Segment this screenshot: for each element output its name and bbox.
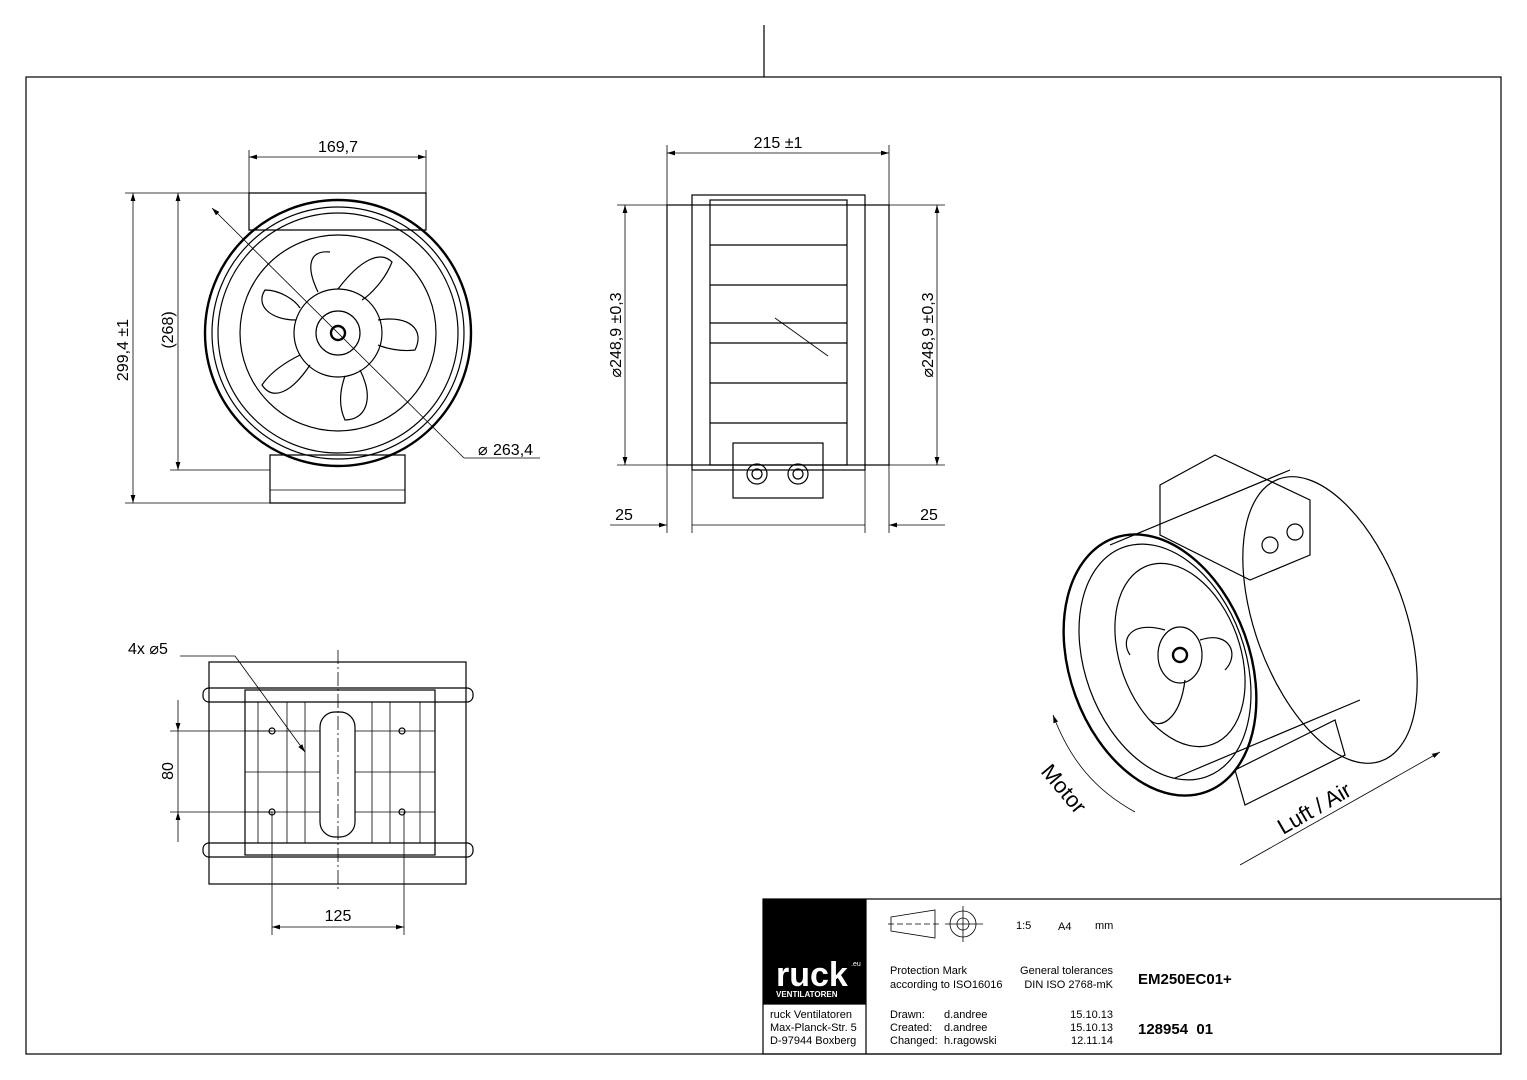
company-line-2: Max-Planck-Str. 5 bbox=[770, 1022, 857, 1034]
history-date-changed: 12.11.14 bbox=[1071, 1035, 1113, 1047]
company-line-1: ruck Ventilatoren bbox=[770, 1009, 852, 1021]
title-block: ruck .eu VENTILATOREN ruck Ventilatoren … bbox=[762, 898, 1502, 1055]
tolerances-2: DIN ISO 2768-mK bbox=[1024, 979, 1113, 991]
side-offset-right: 25 bbox=[920, 507, 938, 524]
side-width-dim: 215 ±1 bbox=[754, 135, 803, 152]
unit: mm bbox=[1095, 920, 1113, 932]
model-number: EM250EC01+ bbox=[1138, 971, 1232, 988]
side-offset-left: 25 bbox=[615, 507, 633, 524]
history-name-created: d.andree bbox=[944, 1022, 987, 1034]
history-label-drawn: Drawn: bbox=[890, 1009, 925, 1021]
front-inner-height-dim: (268) bbox=[160, 311, 177, 348]
bottom-view: 4x ⌀5 80 125 bbox=[128, 641, 474, 935]
logo-suffix: .eu bbox=[851, 961, 861, 968]
history-label-created: Created: bbox=[890, 1022, 932, 1034]
ruck-logo bbox=[763, 899, 866, 1004]
front-view: 169,7 299,4 ±1 (268) ⌀ 263,4 bbox=[115, 139, 540, 504]
paper-size: A4 bbox=[1058, 921, 1071, 933]
isometric-view: Motor Luft / Air bbox=[1036, 454, 1441, 866]
tolerances-1: General tolerances bbox=[1020, 965, 1113, 977]
bottom-holes-label: 4x ⌀5 bbox=[128, 641, 168, 658]
bottom-horizontal-dim: 125 bbox=[325, 908, 352, 925]
protection-mark-1: Protection Mark bbox=[890, 965, 968, 977]
bottom-vertical-dim: 80 bbox=[160, 762, 177, 780]
history-name-changed: h.ragowski bbox=[944, 1035, 997, 1047]
projection-symbol bbox=[888, 906, 983, 942]
side-diameter-right: ⌀248,9 ±0,3 bbox=[920, 292, 937, 377]
side-view: 215 ±1 ⌀248,9 ±0,3 ⌀248,9 ±0,3 25 25 bbox=[608, 135, 945, 533]
history-date-created: 15.10.13 bbox=[1070, 1022, 1113, 1034]
front-width-dim: 169,7 bbox=[318, 139, 358, 156]
history-date-drawn: 15.10.13 bbox=[1070, 1009, 1113, 1021]
side-diameter-left: ⌀248,9 ±0,3 bbox=[608, 292, 625, 377]
motor-label: Motor bbox=[1036, 759, 1091, 818]
company-line-3: D-97944 Boxberg bbox=[770, 1035, 856, 1047]
history-name-drawn: d.andree bbox=[944, 1009, 987, 1021]
scale: 1:5 bbox=[1016, 920, 1031, 932]
protection-mark-2: according to ISO16016 bbox=[890, 979, 1003, 991]
logo-text: ruck bbox=[776, 956, 848, 994]
front-diameter-dim: 263,4 bbox=[493, 442, 533, 459]
history-label-changed: Changed: bbox=[890, 1035, 938, 1047]
front-height-dim: 299,4 ±1 bbox=[115, 319, 132, 381]
air-flow-label: Luft / Air bbox=[1273, 777, 1355, 839]
logo-subtitle: VENTILATOREN bbox=[776, 990, 838, 999]
front-diameter-symbol: ⌀ bbox=[478, 442, 488, 459]
drawing-number: 128954 01 bbox=[1138, 1021, 1213, 1038]
